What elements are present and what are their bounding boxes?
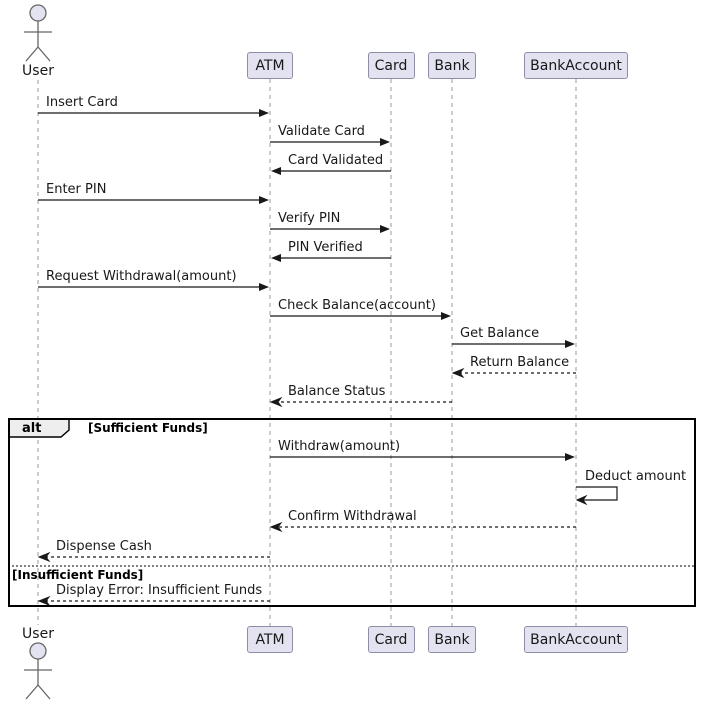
message-label: Get Balance bbox=[460, 326, 540, 341]
message-label: Card Validated bbox=[288, 153, 384, 168]
participant-bankaccount-bottom: BankAccount bbox=[524, 626, 628, 653]
message-arrowhead bbox=[380, 225, 390, 233]
message-label: Dispense Cash bbox=[56, 539, 152, 554]
message-arrowhead bbox=[259, 196, 269, 204]
message-arrowhead bbox=[271, 254, 281, 262]
message-arrowhead bbox=[259, 109, 269, 117]
actor-user-bottom-label: User bbox=[22, 626, 54, 642]
message-label: Insert Card bbox=[46, 95, 118, 110]
participant-card-top: Card bbox=[367, 52, 415, 79]
actor-user-top-label: User bbox=[22, 63, 54, 79]
message-arrowhead bbox=[441, 312, 451, 320]
actor-user-bottom-icon-head bbox=[29, 642, 47, 660]
message-label: Deduct amount bbox=[585, 469, 687, 484]
actor-user-bottom-icon-body bbox=[24, 659, 52, 700]
message-arrowhead bbox=[269, 396, 283, 408]
message-label: Enter PIN bbox=[46, 182, 107, 197]
message-label: Verify PIN bbox=[278, 211, 341, 226]
message-arrowhead bbox=[380, 138, 390, 146]
message-arrowhead bbox=[37, 595, 51, 607]
message-label: Display Error: Insufficient Funds bbox=[56, 583, 263, 598]
message-arrowhead bbox=[565, 340, 575, 348]
alt-fragment-frame bbox=[8, 418, 696, 607]
participant-card-bottom: Card bbox=[367, 626, 415, 653]
participant-atm-bottom: ATM bbox=[247, 626, 293, 653]
message-label: PIN Verified bbox=[288, 240, 363, 255]
message-label: Withdraw(amount) bbox=[278, 439, 401, 454]
actor-user-top-icon-body bbox=[24, 21, 52, 62]
message-label: Validate Card bbox=[278, 124, 365, 139]
message-label: Return Balance bbox=[470, 355, 570, 370]
self-message-line bbox=[576, 486, 618, 501]
message-arrowhead bbox=[269, 521, 283, 533]
message-arrowhead bbox=[451, 367, 465, 379]
message-label: Request Withdrawal(amount) bbox=[46, 269, 237, 284]
alt-operator-label: alt bbox=[22, 421, 42, 436]
participant-bank-bottom: Bank bbox=[428, 626, 476, 653]
participant-atm-top: ATM bbox=[247, 52, 293, 79]
participant-bankaccount-top: BankAccount bbox=[524, 52, 628, 79]
actor-user-top-icon-head bbox=[29, 4, 47, 22]
self-message-arrowhead bbox=[575, 494, 588, 506]
message-arrowhead bbox=[37, 551, 51, 563]
alt-guard-sufficient-funds: [Sufficient Funds] bbox=[88, 421, 208, 435]
message-arrowhead bbox=[271, 167, 281, 175]
message-arrowhead bbox=[565, 453, 575, 461]
message-label: Confirm Withdrawal bbox=[288, 509, 417, 524]
message-label: Balance Status bbox=[288, 384, 386, 399]
message-label: Check Balance(account) bbox=[278, 298, 436, 313]
participant-bank-top: Bank bbox=[428, 52, 476, 79]
alt-guard-insufficient-funds: [Insufficient Funds] bbox=[12, 568, 144, 582]
message-arrowhead bbox=[259, 283, 269, 291]
